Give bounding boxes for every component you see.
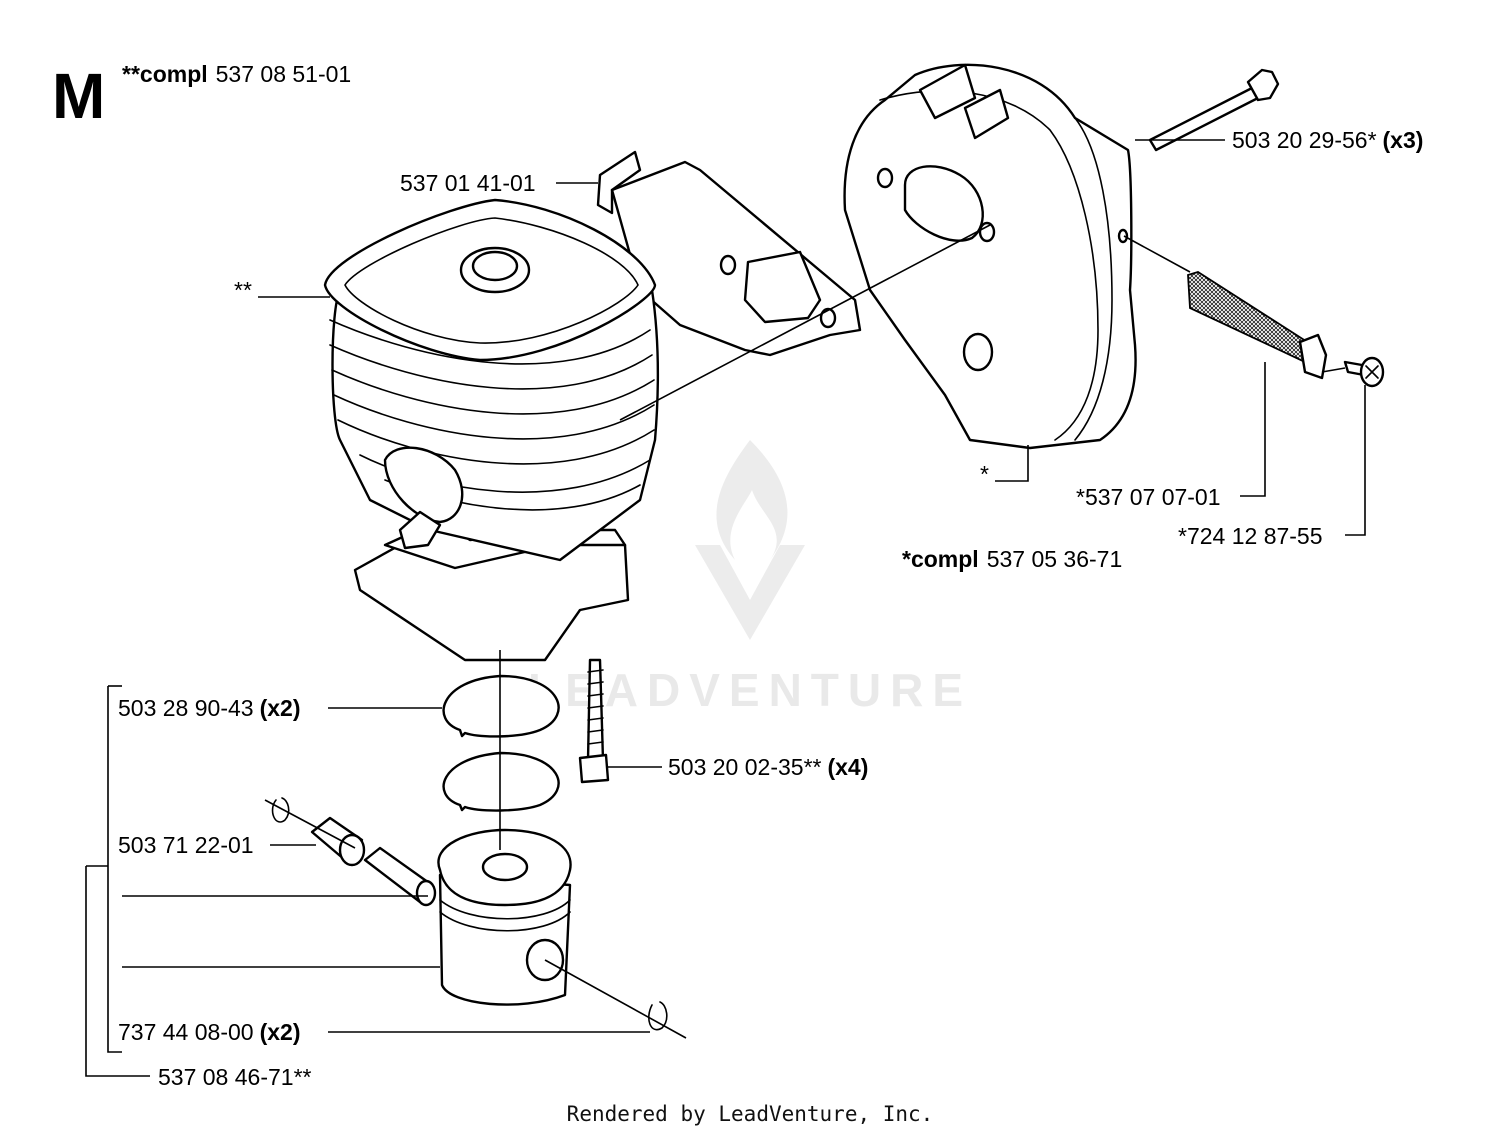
exhaust-bracket-drawing	[596, 150, 862, 357]
label-piston-ring: 503 28 90-43(x2)	[118, 695, 300, 721]
label-screw: *724 12 87-55	[1178, 523, 1323, 549]
cylinder-drawing	[323, 198, 660, 662]
piston-drawing	[437, 828, 572, 1006]
footer-credit: Rendered by LeadVenture, Inc.	[566, 1102, 934, 1126]
piston-ring-qty: (x2)	[260, 695, 301, 721]
piston-rings-drawing	[442, 674, 560, 812]
section-letter: M	[52, 60, 105, 132]
label-spark-screen: *537 07 07-01	[1076, 484, 1221, 510]
muffler-bolt-number: 503 20 29-56*	[1232, 127, 1377, 153]
cylinder-bolt-drawing	[578, 658, 610, 784]
needle-bearing-drawing	[310, 816, 366, 867]
piston-pin-drawing	[363, 846, 437, 907]
cylinder-bolt-number: 503 20 02-35**	[668, 754, 822, 780]
label-bracket: 537 01 41-01	[400, 170, 536, 196]
muffler-drawing	[843, 63, 1137, 450]
label-cylinder-bolt: 503 20 02-35**(x4)	[668, 754, 868, 780]
label-muffler: *	[980, 461, 989, 487]
top-assembly-label: **compl 537 08 51-01	[122, 61, 351, 87]
cylinder-bolt-qty: (x4)	[827, 754, 868, 780]
label-needle-bearing: 503 71 22-01	[118, 832, 254, 858]
circlip-qty: (x2)	[260, 1019, 301, 1045]
top-assembly-number: 537 08 51-01	[216, 61, 352, 87]
top-assembly-prefix: **compl	[122, 61, 208, 87]
muffler-assembly-number: 537 05 36-71	[987, 546, 1123, 572]
label-piston-kit: 537 08 46-71**	[158, 1064, 312, 1090]
spark-screen-drawing	[1187, 271, 1328, 380]
label-muffler-bolt: 503 20 29-56*(x3)	[1232, 127, 1423, 153]
circlip-number: 737 44 08-00	[118, 1019, 254, 1045]
screw-drawing	[1343, 356, 1385, 388]
muffler-bolt-qty: (x3)	[1383, 127, 1424, 153]
leader-lines	[85, 139, 1366, 1077]
axis-lines	[264, 224, 1346, 1039]
label-cylinder: **	[234, 277, 252, 303]
piston-ring-number: 503 28 90-43	[118, 695, 254, 721]
muffler-assembly-prefix: *compl	[902, 546, 979, 572]
muffler-assembly-label: *compl 537 05 36-71	[902, 546, 1122, 572]
muffler-bolt-drawing	[1148, 68, 1280, 152]
label-circlip: 737 44 08-00(x2)	[118, 1019, 300, 1045]
